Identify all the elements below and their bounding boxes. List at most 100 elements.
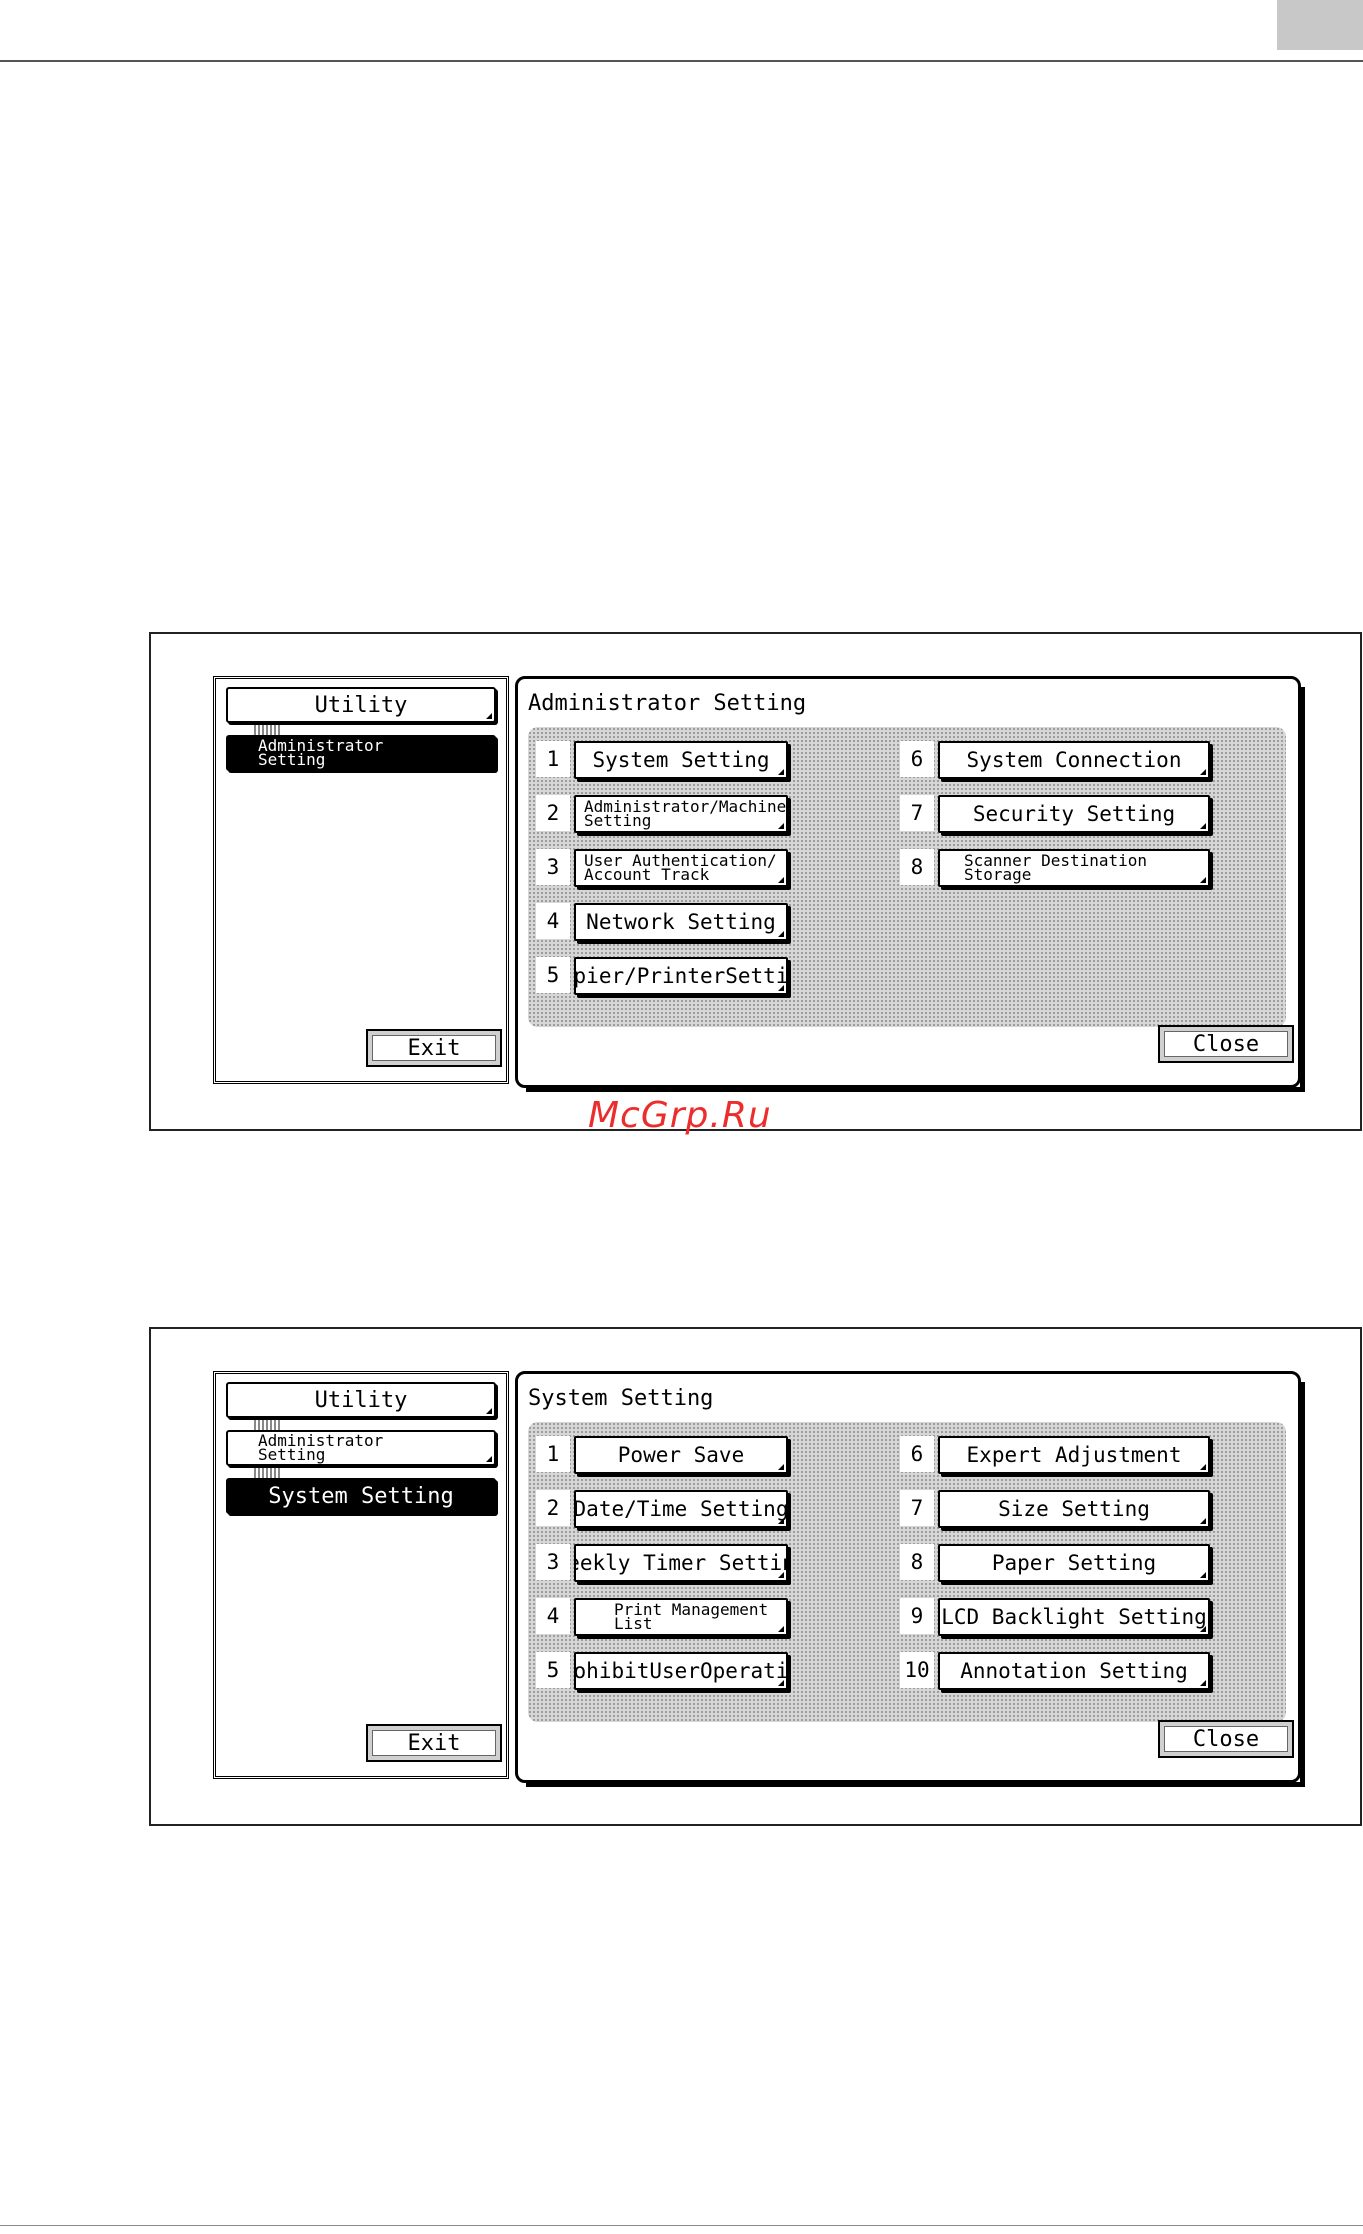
tree-connector <box>254 1468 280 1478</box>
item-number: 7 <box>900 795 934 831</box>
admin-label-line2: Setting <box>258 1445 326 1464</box>
item-number: 3 <box>536 1544 570 1580</box>
utility-button[interactable]: Utility <box>226 687 496 723</box>
button-label-line2: Storage <box>964 865 1032 884</box>
figure-system-setting: Utility Administrator Setting System Set… <box>149 1327 1362 1826</box>
close-button[interactable]: Close <box>1158 1720 1294 1758</box>
close-button[interactable]: Close <box>1158 1025 1294 1063</box>
button-label: ProhibitUserOperation <box>574 1658 788 1683</box>
button-label: Date/Time Setting <box>574 1496 788 1521</box>
button-label: Expert Adjustment <box>966 1442 1182 1467</box>
corner-icon <box>778 985 784 991</box>
figure-administrator-setting: Utility Administrator Setting Exit Admin… <box>149 632 1362 1131</box>
button-label: Size Setting <box>998 1496 1150 1521</box>
corner-icon <box>1200 1680 1206 1686</box>
administrator-setting-button[interactable]: Administrator Setting <box>226 1430 496 1466</box>
menu-grid: 1 System Setting 2 Administrator/Machine… <box>528 727 1286 1027</box>
page-bottom-rule <box>0 2225 1363 2226</box>
exit-button[interactable]: Exit <box>366 1724 502 1762</box>
user-authentication-button[interactable]: User Authentication/Account Track <box>574 849 788 887</box>
tree-connector <box>254 725 280 735</box>
menu-grid: 1 Power Save 2 Date/Time Setting 3 Weekl… <box>528 1422 1286 1722</box>
page-corner-tab <box>1277 0 1363 50</box>
annotation-setting-button[interactable]: Annotation Setting <box>938 1652 1210 1690</box>
security-setting-button[interactable]: Security Setting <box>938 795 1210 833</box>
admin-label-line1: Administrator <box>258 736 384 755</box>
corner-icon <box>1200 1626 1206 1632</box>
exit-label: Exit <box>372 1730 496 1756</box>
panel-title: System Setting <box>528 1386 714 1411</box>
system-setting-nav-button[interactable]: System Setting <box>226 1478 496 1514</box>
corner-icon <box>1200 877 1206 883</box>
corner-icon <box>1200 769 1206 775</box>
weekly-timer-setting-button[interactable]: Weekly Timer Setting <box>574 1544 788 1582</box>
utility-button[interactable]: Utility <box>226 1382 496 1418</box>
paper-setting-button[interactable]: Paper Setting <box>938 1544 1210 1582</box>
item-number: 1 <box>536 1436 570 1472</box>
corner-icon <box>486 1408 492 1414</box>
item-number: 4 <box>536 1598 570 1634</box>
item-number: 9 <box>900 1598 934 1634</box>
item-number: 4 <box>536 903 570 939</box>
item-number: 8 <box>900 849 934 885</box>
corner-icon <box>778 1680 784 1686</box>
close-label: Close <box>1164 1726 1288 1752</box>
corner-icon <box>1200 1572 1206 1578</box>
page-top-rule <box>0 60 1363 62</box>
corner-icon <box>486 713 492 719</box>
corner-icon <box>778 877 784 883</box>
item-number: 5 <box>536 1652 570 1688</box>
system-setting-button[interactable]: System Setting <box>574 741 788 779</box>
lcd-backlight-setting-button[interactable]: LCD Backlight Setting <box>938 1598 1210 1636</box>
copier-printer-setting-button[interactable]: Copier/PrinterSetting <box>574 957 788 995</box>
button-label-line1: Scanner Destination <box>964 851 1148 870</box>
button-label: Paper Setting <box>991 1550 1157 1575</box>
item-number: 8 <box>900 1544 934 1580</box>
exit-button[interactable]: Exit <box>366 1029 502 1067</box>
button-label: Weekly Timer Setting <box>576 1550 786 1575</box>
right-panel: Administrator Setting 1 System Setting 2… <box>515 676 1305 1092</box>
corner-icon <box>778 823 784 829</box>
corner-icon <box>778 769 784 775</box>
expert-adjustment-button[interactable]: Expert Adjustment <box>938 1436 1210 1474</box>
button-label-line2: Setting <box>584 811 652 830</box>
network-setting-button[interactable]: Network Setting <box>574 903 788 941</box>
button-label: Security Setting <box>972 801 1176 826</box>
item-number: 6 <box>900 1436 934 1472</box>
touch-screen: Utility Administrator Setting System Set… <box>213 1371 1305 1787</box>
button-label: Copier/PrinterSetting <box>574 963 788 988</box>
button-label: Annotation Setting <box>960 1658 1188 1683</box>
corner-icon <box>486 1456 492 1462</box>
tree-connector <box>254 1420 280 1430</box>
corner-icon <box>778 1518 784 1524</box>
button-label-line2: List <box>614 1614 653 1633</box>
corner-icon <box>778 1464 784 1470</box>
right-panel: System Setting 1 Power Save 2 Date/Time … <box>515 1371 1305 1787</box>
item-number: 2 <box>536 795 570 831</box>
button-label: System Connection <box>966 747 1182 772</box>
administrator-setting-button[interactable]: Administrator Setting <box>226 735 496 771</box>
utility-label: Utility <box>314 692 408 718</box>
prohibit-user-operation-button[interactable]: ProhibitUserOperation <box>574 1652 788 1690</box>
power-save-button[interactable]: Power Save <box>574 1436 788 1474</box>
item-number: 3 <box>536 849 570 885</box>
close-label: Close <box>1164 1031 1288 1057</box>
item-number: 5 <box>536 957 570 993</box>
button-label-line1: Print Management <box>614 1600 769 1619</box>
size-setting-button[interactable]: Size Setting <box>938 1490 1210 1528</box>
corner-icon <box>778 1572 784 1578</box>
admin-label-line2: Setting <box>258 750 326 769</box>
date-time-setting-button[interactable]: Date/Time Setting <box>574 1490 788 1528</box>
item-number: 2 <box>536 1490 570 1526</box>
button-label-line2: Account Track <box>584 865 710 884</box>
corner-icon <box>778 1626 784 1632</box>
button-label-line1: Administrator/Machine <box>584 797 787 816</box>
system-connection-button[interactable]: System Connection <box>938 741 1210 779</box>
touch-screen: Utility Administrator Setting Exit Admin… <box>213 676 1305 1092</box>
button-label: Power Save <box>617 1442 745 1467</box>
left-panel: Utility Administrator Setting Exit <box>213 676 509 1084</box>
button-label: LCD Backlight Setting <box>941 1604 1207 1629</box>
